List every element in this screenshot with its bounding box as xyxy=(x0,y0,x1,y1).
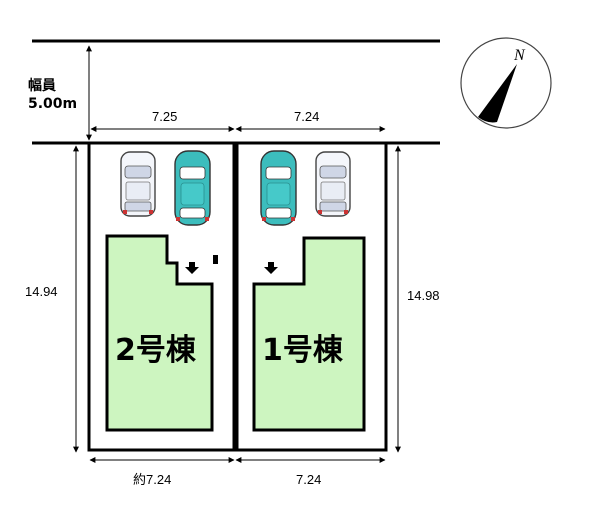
north-arrow-icon xyxy=(478,64,517,123)
building-1-label: 1号棟 xyxy=(262,333,344,368)
compass: N xyxy=(460,37,552,129)
lot-left-boundary xyxy=(87,143,236,452)
dim-bottom-right: 7.24 xyxy=(296,472,321,487)
dim-top-right: 7.24 xyxy=(294,109,319,124)
north-label: N xyxy=(513,47,526,64)
dim-right-depth: 14.98 xyxy=(407,288,440,303)
road-width-label: 幅員 xyxy=(28,77,56,94)
lot-right-boundary xyxy=(235,143,388,452)
entrance-arrow-icon xyxy=(185,262,199,274)
car-icon xyxy=(315,151,351,217)
car-icon xyxy=(260,150,297,226)
building-1-footprint xyxy=(252,236,366,432)
building-2-label: 2号棟 xyxy=(115,333,197,368)
building-2-footprint xyxy=(105,234,214,432)
entrance-arrow-icon xyxy=(264,262,278,274)
dim-top-left: 7.25 xyxy=(152,109,177,124)
car-icon xyxy=(174,150,211,226)
dim-bottom-left: 約7.24 xyxy=(133,472,171,487)
road-width-value: 5.00m xyxy=(28,96,77,112)
meter-box xyxy=(213,255,218,264)
car-icon xyxy=(120,151,156,217)
dim-left-depth: 14.94 xyxy=(25,284,58,299)
